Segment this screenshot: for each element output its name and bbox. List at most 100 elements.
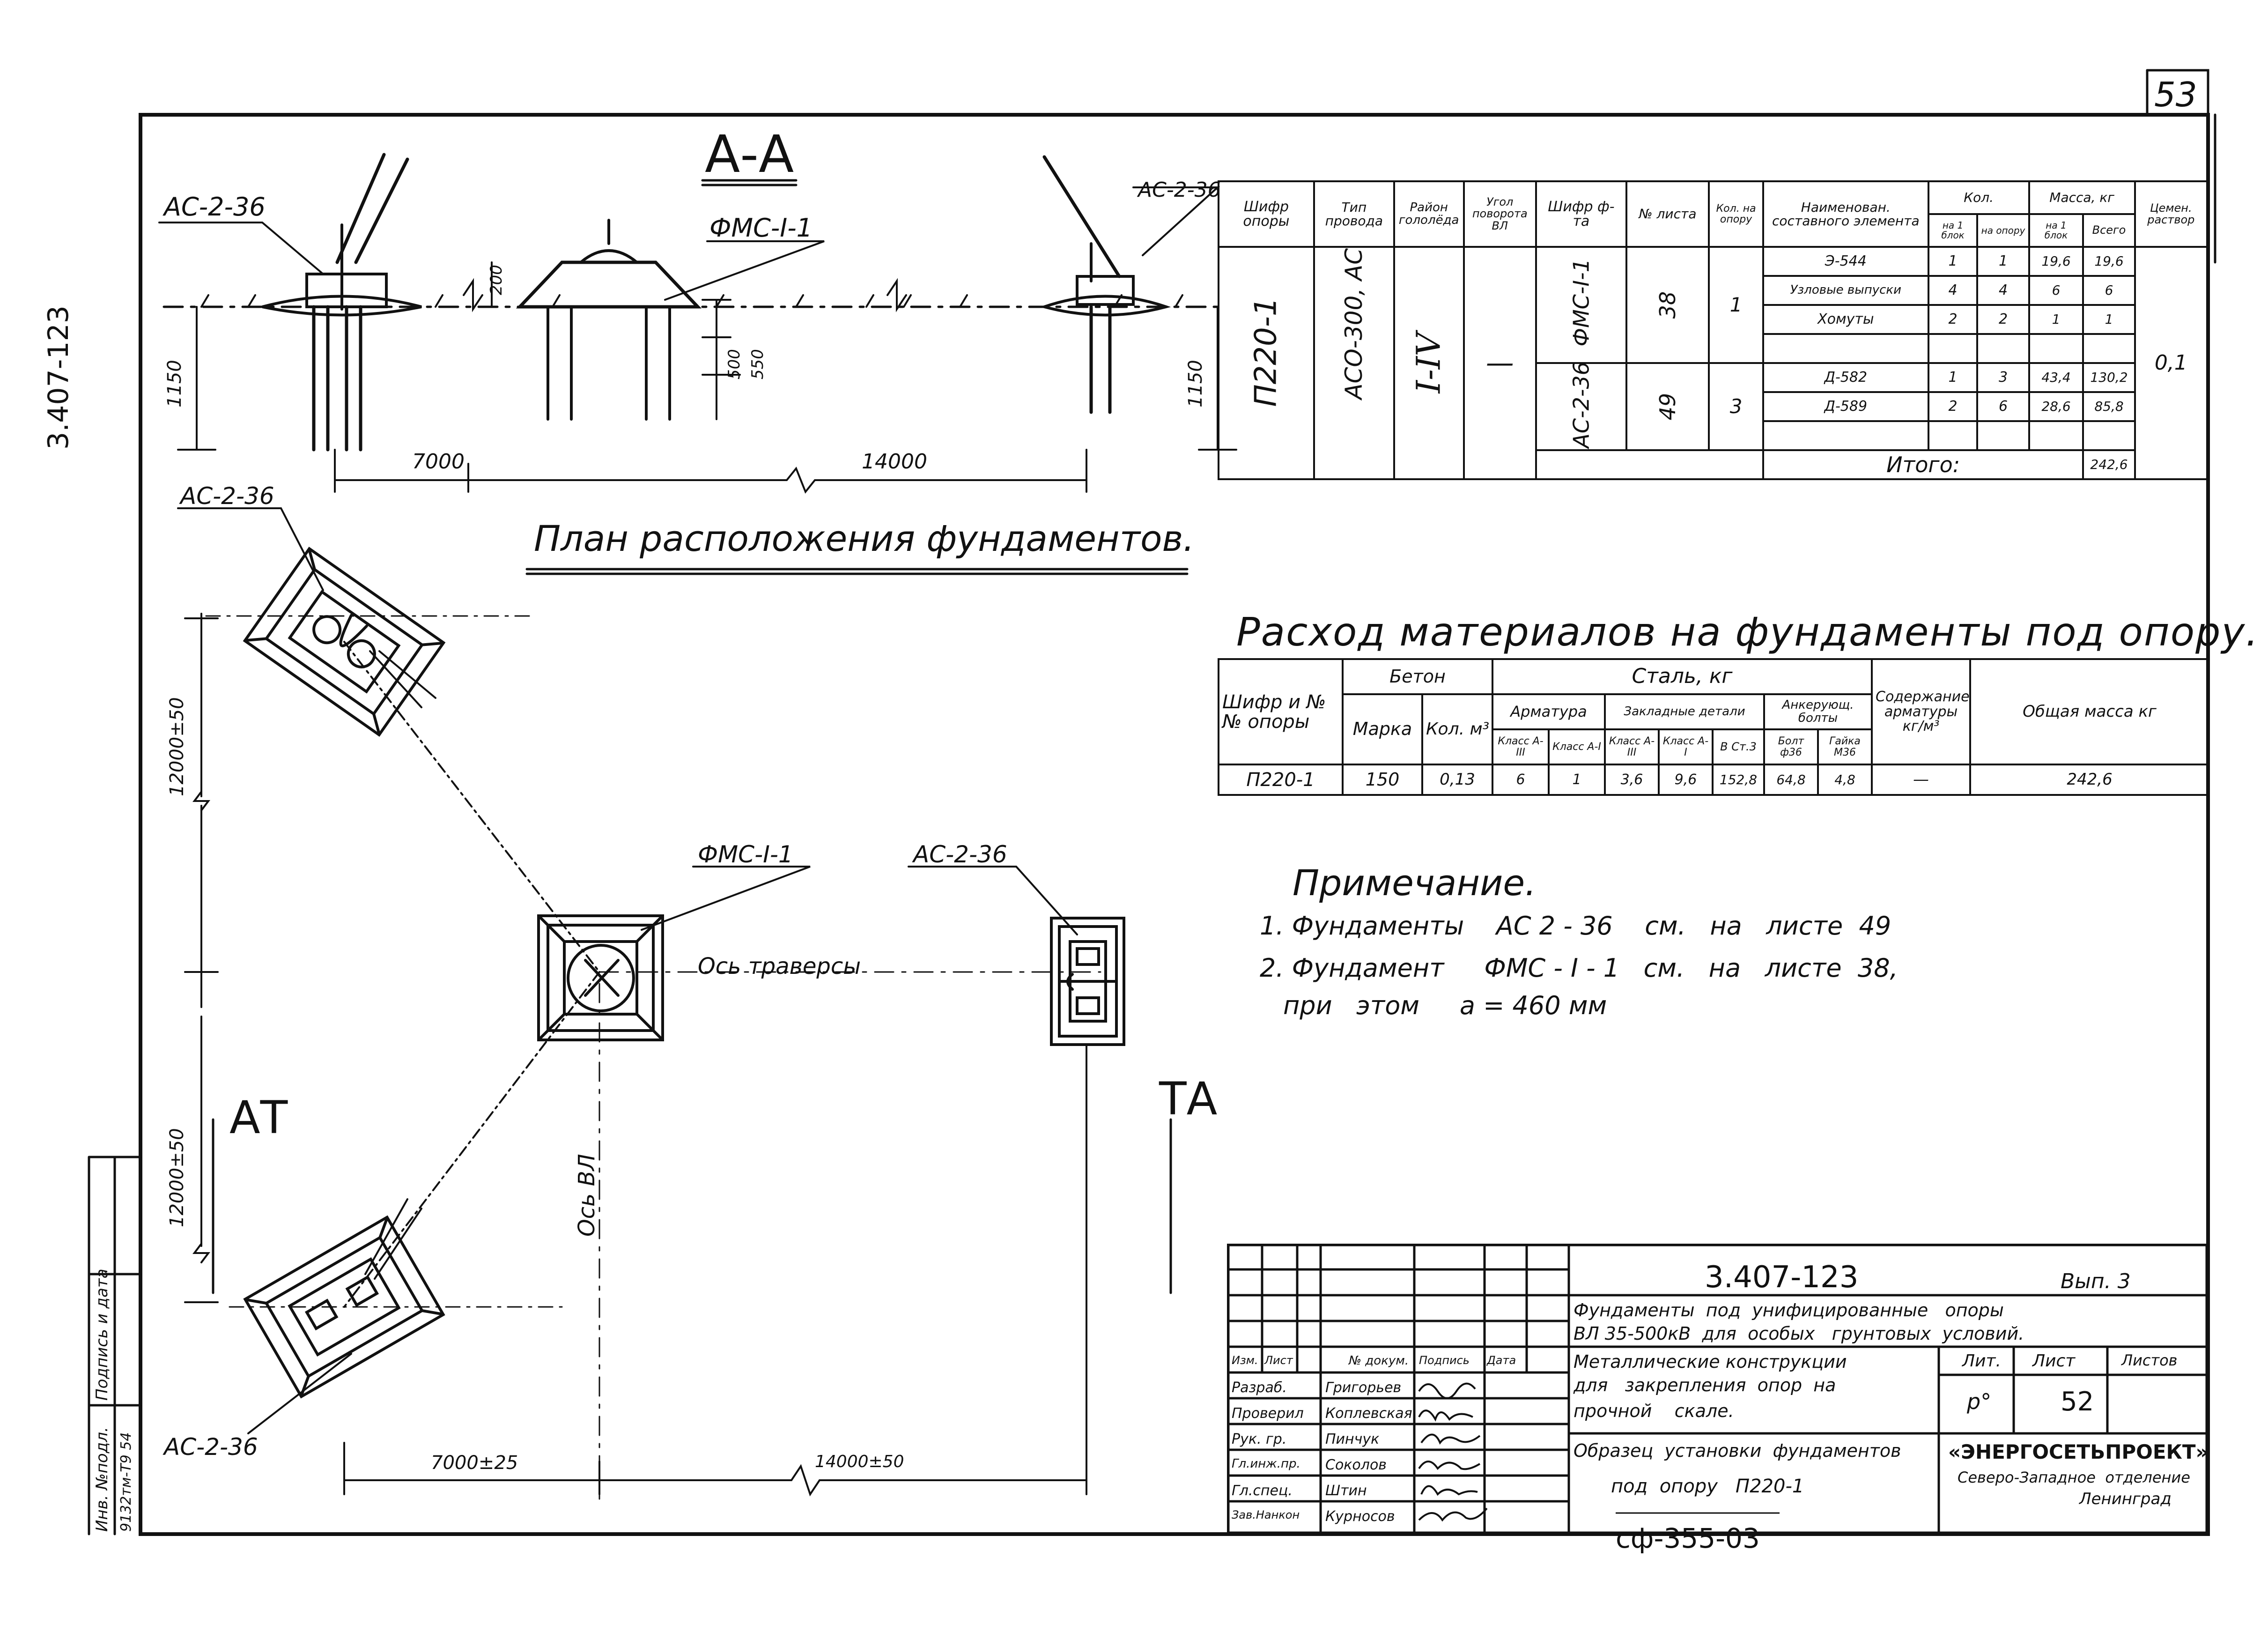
row0-c4: 19,6 bbox=[2082, 246, 2136, 277]
tb-org-3: Ленинград bbox=[2079, 1490, 2172, 1508]
row5-name: Д-589 bbox=[1762, 391, 1929, 422]
m-h-zaklad: Закладные детали bbox=[1604, 693, 1765, 730]
note-2: 2. Фундамент ФМС - I - 1 см. на листе 38… bbox=[1260, 953, 1898, 983]
m-row-ank2: 4,8 bbox=[1817, 764, 1873, 796]
m-row-kol: 0,13 bbox=[1421, 764, 1493, 796]
h-kol: Кол. bbox=[1927, 180, 2030, 215]
tb-col-izm: Изм. bbox=[1232, 1354, 1258, 1367]
strip-sign: Подпись и дата bbox=[93, 1269, 111, 1401]
ice-region: I-IV bbox=[1409, 333, 1448, 393]
f1-sheet-cell: 38 bbox=[1625, 246, 1710, 364]
plan-tag-bottom-left: АС-2-36 bbox=[164, 1433, 258, 1461]
total-label: Итого: bbox=[1762, 449, 2084, 480]
dim-14000-bottom: 14000±50 bbox=[815, 1452, 904, 1471]
row2-c3: 1 bbox=[2028, 304, 2084, 335]
h-mass-block: на 1 блок bbox=[2028, 213, 2084, 248]
row2-c2: 2 bbox=[1976, 304, 2030, 335]
f1-sheet: 38 bbox=[1655, 291, 1680, 319]
tb-org-1: «ЭНЕРГОСЕТЬПРОЕКТ» bbox=[1948, 1440, 2209, 1463]
m-h-code: Шифр и №№ опоры bbox=[1218, 658, 1344, 765]
f2-cell: АС-2-36 bbox=[1535, 362, 1627, 451]
m-row-marka: 150 bbox=[1342, 764, 1423, 796]
row2-c1: 2 bbox=[1927, 304, 1979, 335]
m-row-arm2: 1 bbox=[1548, 764, 1606, 796]
h-mass-total: Всего bbox=[2082, 213, 2136, 248]
tb-name-0: Григорьев bbox=[1325, 1380, 1402, 1396]
tb-desc-1: Фундаменты под унифицированные опоры bbox=[1574, 1300, 2004, 1320]
m-h-soderzh: Содержание арматуры кг/м³ bbox=[1871, 658, 1972, 765]
axis-traverse-label: Ось траверсы bbox=[698, 953, 861, 979]
section-title: А-А bbox=[705, 124, 794, 184]
plan-title: План расположения фундаментов. bbox=[534, 518, 1195, 559]
m-h-zak3: В Ст.3 bbox=[1712, 728, 1765, 765]
row3-c2 bbox=[1976, 333, 2030, 364]
tb-sheet-title-1: Образец установки фундаментов bbox=[1574, 1440, 1901, 1461]
plan-tag-top-left: АС-2-36 bbox=[180, 482, 274, 510]
sheet-frame bbox=[139, 113, 2210, 1536]
row5-c2: 6 bbox=[1976, 391, 2030, 422]
support-code: П220-1 bbox=[1249, 297, 1284, 407]
row1-c4: 6 bbox=[2082, 275, 2136, 306]
row5-c4: 85,8 bbox=[2082, 391, 2136, 422]
m-row-zak1: 3,6 bbox=[1604, 764, 1660, 796]
tb-role-0: Разраб. bbox=[1232, 1380, 1287, 1396]
note-1: 1. Фундаменты АС 2 - 36 см. на листе 49 bbox=[1260, 911, 1891, 941]
h-ice-region: Район гололёда bbox=[1393, 180, 1465, 248]
tb-col-podpis: Подпись bbox=[1419, 1354, 1470, 1367]
m-h-ank1: Болт ф36 bbox=[1763, 728, 1819, 765]
dim-span-7000: 7000 bbox=[412, 450, 465, 474]
f2-sheet-cell: 49 bbox=[1625, 362, 1710, 451]
angle-value: — bbox=[1463, 246, 1537, 480]
dim-upper-12000: 12000±50 bbox=[166, 697, 188, 796]
tb-name-2: Пинчук bbox=[1325, 1431, 1380, 1447]
f1-cell: ФМС-I-1 bbox=[1535, 246, 1627, 364]
tb-work-1: Металлические конструкции bbox=[1574, 1351, 1847, 1372]
foundation-plan bbox=[177, 507, 1189, 1500]
row1-name: Узловые выпуски bbox=[1762, 275, 1929, 306]
h-kol-block: на 1 блок bbox=[1927, 213, 1979, 248]
axis-vl-label: Ось ВЛ bbox=[574, 1154, 600, 1237]
tb-name-5: Курносов bbox=[1325, 1508, 1395, 1525]
m-h-zak2: Класс А-I bbox=[1658, 728, 1714, 765]
support-code-cell: П220-1 bbox=[1218, 246, 1315, 480]
title-block-grid bbox=[1227, 1244, 2208, 1534]
m-h-arm2: Класс А-I bbox=[1548, 728, 1606, 765]
m-row-soderzh: — bbox=[1871, 764, 1972, 796]
row3-c4 bbox=[2082, 333, 2136, 364]
dim-depth-left: 1150 bbox=[164, 360, 185, 408]
h-found-code: Шифр ф-та bbox=[1535, 180, 1627, 248]
tb-list-label: Лист bbox=[2032, 1351, 2076, 1371]
m-row-zak3: 152,8 bbox=[1712, 764, 1765, 796]
m-row-code: П220-1 bbox=[1218, 764, 1344, 796]
h-support-code: Шифр опоры bbox=[1218, 180, 1315, 248]
section-tag-center: ФМС-I-1 bbox=[709, 213, 813, 243]
wire-type: АСО-300, АСО-400 bbox=[1340, 247, 1368, 400]
sheet-corner-number: 53 bbox=[2154, 75, 2197, 114]
dim-500: 500 bbox=[725, 349, 744, 379]
materials-table: Шифр и №№ опоры Бетон Сталь, кг Содержан… bbox=[1218, 658, 2210, 796]
row0-c1: 1 bbox=[1927, 246, 1979, 277]
dim-lower-12000: 12000±50 bbox=[166, 1128, 188, 1227]
row2-name: Хомуты bbox=[1762, 304, 1929, 335]
tb-listov-label: Листов bbox=[2121, 1351, 2178, 1369]
m-h-massa: Общая масса кг bbox=[1969, 658, 2210, 765]
row5-c1: 2 bbox=[1927, 391, 1979, 422]
tb-col-list: Лист bbox=[1264, 1354, 1293, 1367]
dim-span-14000: 14000 bbox=[862, 450, 927, 474]
row3-name bbox=[1762, 333, 1929, 364]
row4-c4: 130,2 bbox=[2082, 362, 2136, 393]
m-row-arm1: 6 bbox=[1492, 764, 1550, 796]
m-h-marka: Марка bbox=[1342, 693, 1423, 765]
row0-c3: 19,6 bbox=[2028, 246, 2084, 277]
row2-c4: 1 bbox=[2082, 304, 2136, 335]
materials-title: Расход материалов на фундаменты под опор… bbox=[1236, 609, 2259, 655]
m-h-armatura: Арматура bbox=[1492, 693, 1606, 730]
section-a-a bbox=[158, 153, 1237, 494]
row4-name: Д-582 bbox=[1762, 362, 1929, 393]
row4-c1: 1 bbox=[1927, 362, 1979, 393]
mark-ta: ТА bbox=[1159, 1073, 1218, 1125]
h-cement: Цемен. раствор bbox=[2134, 180, 2209, 248]
m-h-ankernye: Анкерующ. болты bbox=[1763, 693, 1873, 730]
h-massa: Масса, кг bbox=[2028, 180, 2136, 215]
row0-name: Э-544 bbox=[1762, 246, 1929, 277]
